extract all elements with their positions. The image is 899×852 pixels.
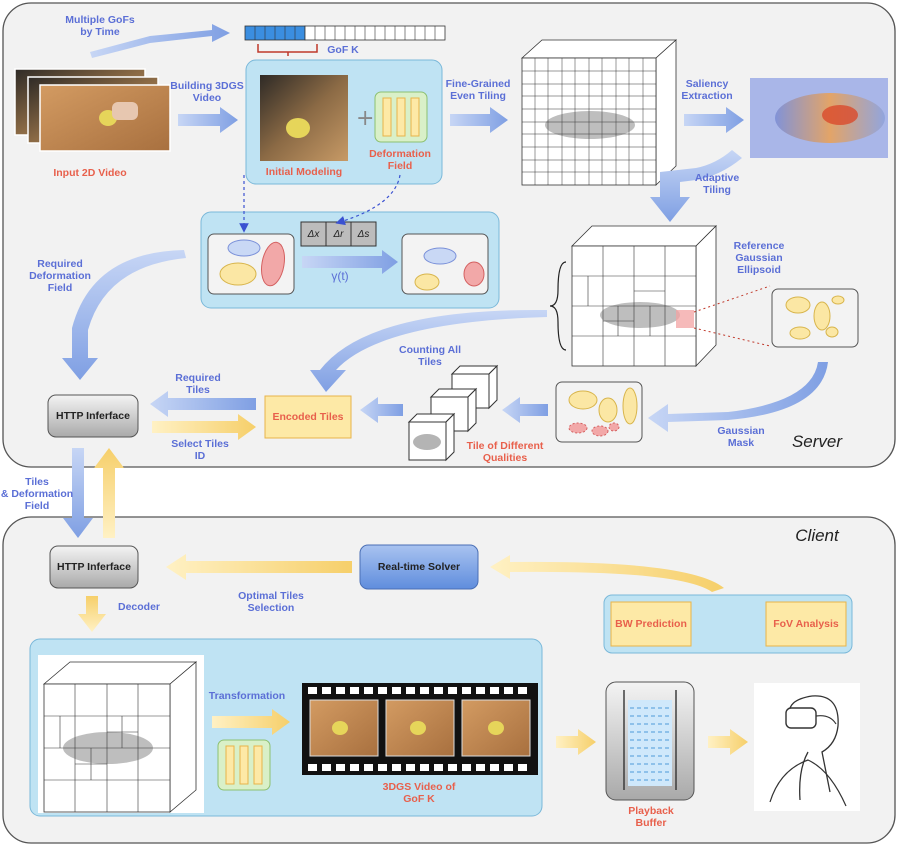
arrow-optimal-tiles: [166, 554, 352, 580]
lemon-shape: [286, 118, 310, 138]
fov-analysis-label: FoV Analysis: [773, 618, 839, 630]
arrow-qualities-to-encoded: [360, 397, 403, 423]
input-video-label: Input 2D Video: [53, 167, 127, 179]
fine-grained-cube: [520, 39, 678, 186]
arrow-prediction-to-solver: [490, 555, 724, 592]
ellipse-yellow-shifted: [414, 273, 440, 291]
arrow-required-tiles: [150, 391, 256, 417]
arrow-to-viewer: [708, 729, 748, 755]
gamma-arrow: [302, 250, 398, 274]
arrow-transformation: [212, 709, 290, 735]
encoded-tiles-label: Encoded Tiles: [272, 411, 344, 423]
plus-icon: +: [356, 106, 374, 131]
realtime-solver-box: [359, 544, 479, 590]
zoom-line-top: [693, 285, 771, 313]
deformation-field-icon-client: [217, 739, 271, 791]
arrow-down-tiles: [63, 448, 93, 538]
arrow-counting-tiles: [310, 309, 547, 392]
arrow-required-deformation: [62, 250, 186, 380]
decoder-label: Decoder: [117, 601, 160, 613]
server-http-interface-label: HTTP Inferface: [56, 410, 130, 422]
arrow-select-tiles: [152, 414, 256, 440]
gamma-label: γ(t): [331, 269, 349, 283]
film-strip: [302, 683, 538, 775]
arrow-timeline: [90, 24, 230, 58]
bw-prediction-box: [610, 601, 692, 647]
fov-analysis-box: [765, 601, 847, 647]
encoded-tiles-box: [264, 395, 352, 439]
transformation-label: Transformation: [208, 690, 286, 702]
ellipse-red: [261, 241, 285, 287]
arrow-saliency: [684, 107, 744, 133]
bw-prediction-label: BW Prediction: [615, 618, 687, 630]
gof-k-label: GoF K: [327, 44, 359, 56]
arrow-adaptive: [650, 150, 742, 222]
ellipse-red-shifted: [463, 261, 485, 287]
zoom-line-bottom: [693, 327, 771, 347]
server-http-interface-box: [47, 394, 139, 438]
saliency-map: [750, 78, 888, 158]
server-region-label: Server: [791, 432, 843, 451]
input-video-stack: [14, 68, 171, 152]
reference-ellipsoid-box: [771, 288, 859, 348]
ellipse-blue-shifted: [423, 247, 457, 265]
delta-r-label: Δr: [333, 228, 344, 240]
ellipse-blue: [227, 239, 261, 257]
realtime-solver-label: Real-time Solver: [377, 561, 461, 573]
delta-x-label: Δx: [307, 228, 320, 240]
client-region-label: Client: [795, 526, 839, 545]
arrow-fine-grained: [450, 107, 508, 133]
client-http-interface-label: HTTP Inferface: [57, 561, 131, 573]
arrow-building: [178, 107, 238, 133]
quality-cubes: [407, 364, 499, 462]
playback-buffer: [605, 681, 695, 801]
vr-viewer-sketch: [754, 683, 860, 811]
arrow-decoder: [78, 596, 106, 632]
client-http-interface-box: [49, 545, 139, 589]
arrow-up-select: [94, 448, 124, 538]
modeling-photo: [260, 75, 348, 161]
deformation-field-icon: [374, 91, 428, 143]
delta-boxes: [300, 221, 377, 247]
adaptive-cube: [549, 225, 717, 367]
ellipse-yellow: [219, 262, 257, 286]
decoded-cube: [42, 661, 198, 813]
delta-s-label: Δs: [357, 228, 370, 240]
gof-timeline: [244, 25, 446, 56]
dotted-link-deformation: [335, 174, 401, 226]
gaussian-mask-box: [555, 381, 643, 443]
arrow-gaussian-mask: [648, 362, 828, 432]
arrow-to-buffer: [556, 729, 596, 755]
arrow-mask-to-qualities: [502, 397, 548, 423]
initial-modeling-label: Initial Modeling: [265, 166, 343, 178]
